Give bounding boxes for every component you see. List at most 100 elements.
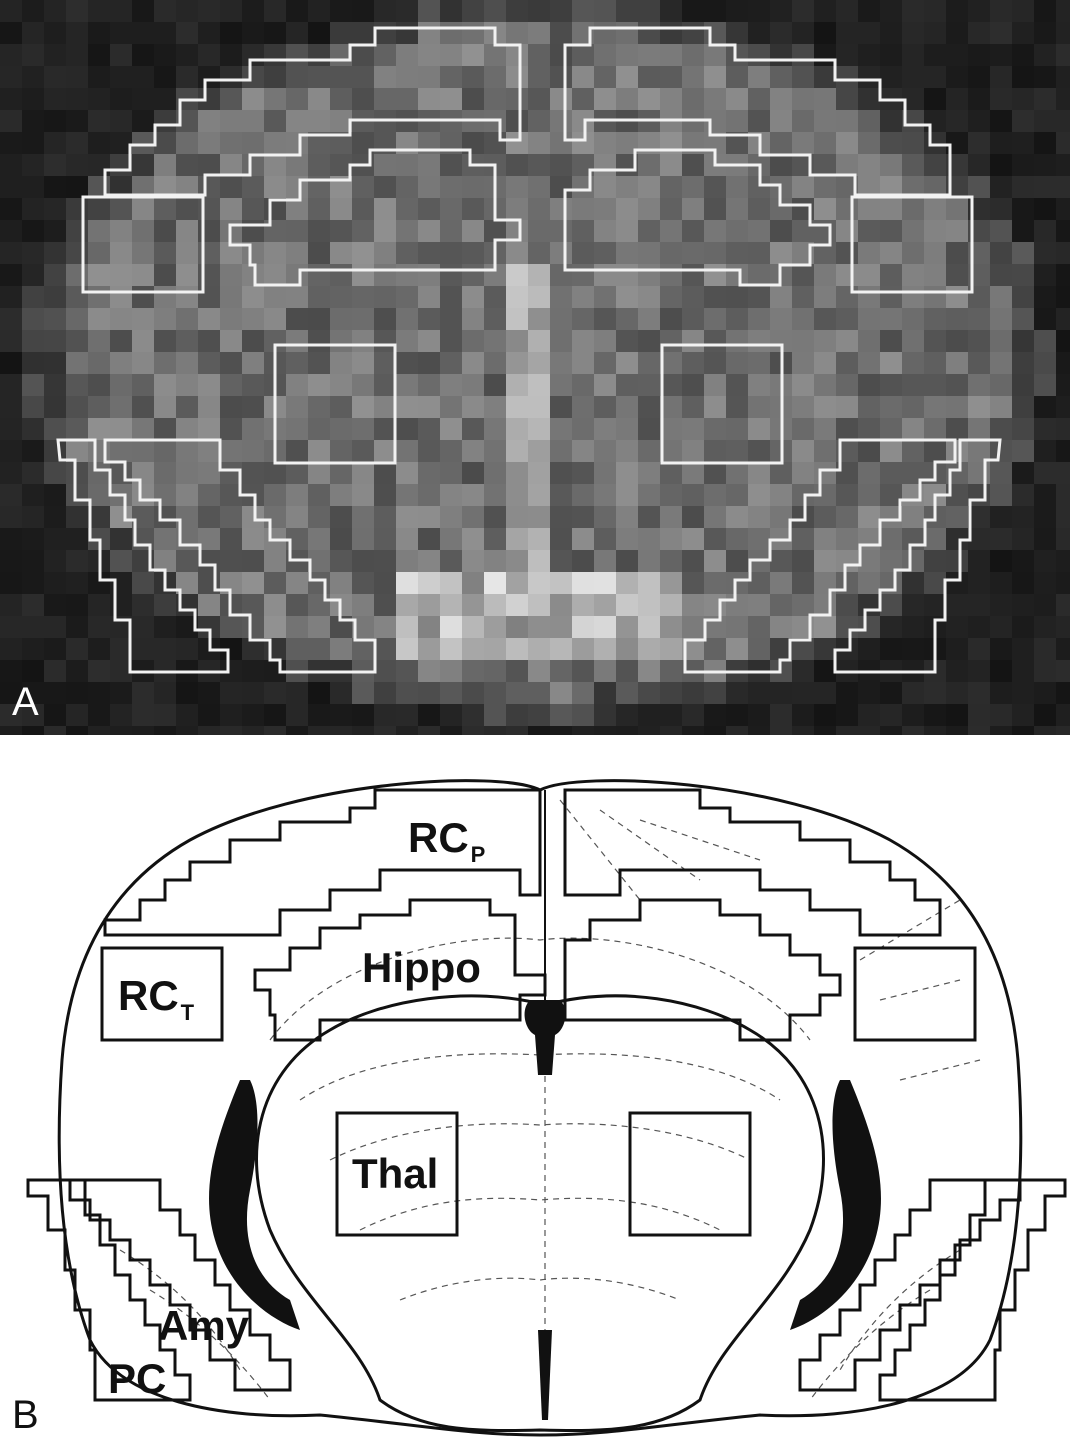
scan-pixel: [374, 572, 396, 594]
scan-pixel: [44, 616, 66, 638]
scan-pixel: [242, 286, 264, 308]
scan-pixel: [44, 528, 66, 550]
scan-pixel: [264, 550, 286, 572]
scan-pixel: [638, 176, 660, 198]
scan-pixel: [682, 0, 704, 22]
scan-pixel: [682, 440, 704, 462]
scan-pixel: [330, 704, 352, 726]
scan-pixel: [748, 374, 770, 396]
scan-pixel: [462, 484, 484, 506]
scan-pixel: [638, 396, 660, 418]
scan-pixel: [638, 44, 660, 66]
scan-pixel: [616, 352, 638, 374]
scan-pixel: [154, 726, 176, 735]
scan-pixel: [66, 528, 88, 550]
scan-pixel: [154, 308, 176, 330]
scan-pixel: [682, 264, 704, 286]
scan-pixel: [198, 528, 220, 550]
scan-pixel: [22, 88, 44, 110]
scan-pixel: [264, 308, 286, 330]
scan-pixel: [704, 726, 726, 735]
scan-pixel: [858, 440, 880, 462]
scan-pixel: [22, 682, 44, 704]
label-rc-p: RCP: [408, 814, 485, 867]
scan-pixel: [814, 594, 836, 616]
scan-pixel: [638, 418, 660, 440]
scan-pixel: [308, 396, 330, 418]
scan-pixel: [990, 594, 1012, 616]
scan-pixel: [198, 462, 220, 484]
scan-pixel: [88, 660, 110, 682]
scan-pixel: [484, 484, 506, 506]
scan-pixel: [748, 198, 770, 220]
scan-pixel: [946, 726, 968, 735]
scan-pixel: [198, 418, 220, 440]
scan-pixel: [484, 616, 506, 638]
scan-pixel: [880, 594, 902, 616]
scan-pixel: [44, 682, 66, 704]
scan-pixel: [22, 22, 44, 44]
scan-pixel: [990, 462, 1012, 484]
scan-pixel: [396, 66, 418, 88]
scan-pixel: [66, 176, 88, 198]
scan-pixel: [198, 44, 220, 66]
scan-pixel: [1012, 638, 1034, 660]
scan-pixel: [638, 440, 660, 462]
scan-pixel: [176, 484, 198, 506]
scan-pixel: [154, 44, 176, 66]
scan-pixel: [858, 22, 880, 44]
scan-pixel: [726, 572, 748, 594]
scan-pixel: [242, 374, 264, 396]
scan-pixel: [902, 88, 924, 110]
scan-pixel: [704, 572, 726, 594]
scan-pixel: [330, 726, 352, 735]
scan-pixel: [792, 594, 814, 616]
scan-pixel: [330, 198, 352, 220]
scan-pixel: [550, 110, 572, 132]
scan-pixel: [396, 374, 418, 396]
scan-pixel: [946, 506, 968, 528]
scan-pixel: [946, 440, 968, 462]
scan-pixel: [770, 616, 792, 638]
scan-pixel: [374, 638, 396, 660]
scan-pixel: [880, 44, 902, 66]
scan-pixel: [528, 88, 550, 110]
scan-pixel: [484, 220, 506, 242]
scan-pixel: [814, 66, 836, 88]
scan-pixel: [220, 418, 242, 440]
scan-pixel: [616, 462, 638, 484]
scan-pixel: [594, 22, 616, 44]
scan-pixel: [748, 396, 770, 418]
scan-pixel: [374, 528, 396, 550]
scan-pixel: [462, 242, 484, 264]
scan-pixel: [506, 198, 528, 220]
scan-pixel: [220, 396, 242, 418]
scan-pixel: [264, 462, 286, 484]
roi-b-cortex-right: [563, 788, 942, 937]
scan-pixel: [572, 396, 594, 418]
scan-pixel: [22, 726, 44, 735]
scan-pixel: [946, 198, 968, 220]
scan-pixel: [330, 0, 352, 22]
scan-pixel: [660, 264, 682, 286]
scan-pixel: [132, 572, 154, 594]
scan-pixel: [594, 506, 616, 528]
scan-pixel: [682, 374, 704, 396]
scan-pixel: [286, 704, 308, 726]
scan-pixel: [66, 264, 88, 286]
scan-pixel: [110, 286, 132, 308]
scan-pixel: [968, 418, 990, 440]
scan-pixel: [1034, 484, 1056, 506]
scan-pixel: [220, 638, 242, 660]
scan-pixel: [506, 22, 528, 44]
scan-pixel: [704, 44, 726, 66]
scan-pixel: [66, 308, 88, 330]
scan-pixel: [1056, 176, 1070, 198]
scan-pixel: [286, 66, 308, 88]
scan-pixel: [440, 374, 462, 396]
scan-pixel: [198, 66, 220, 88]
scan-pixel: [682, 154, 704, 176]
scan-pixel: [792, 44, 814, 66]
scan-pixel: [110, 110, 132, 132]
scan-pixel: [616, 176, 638, 198]
